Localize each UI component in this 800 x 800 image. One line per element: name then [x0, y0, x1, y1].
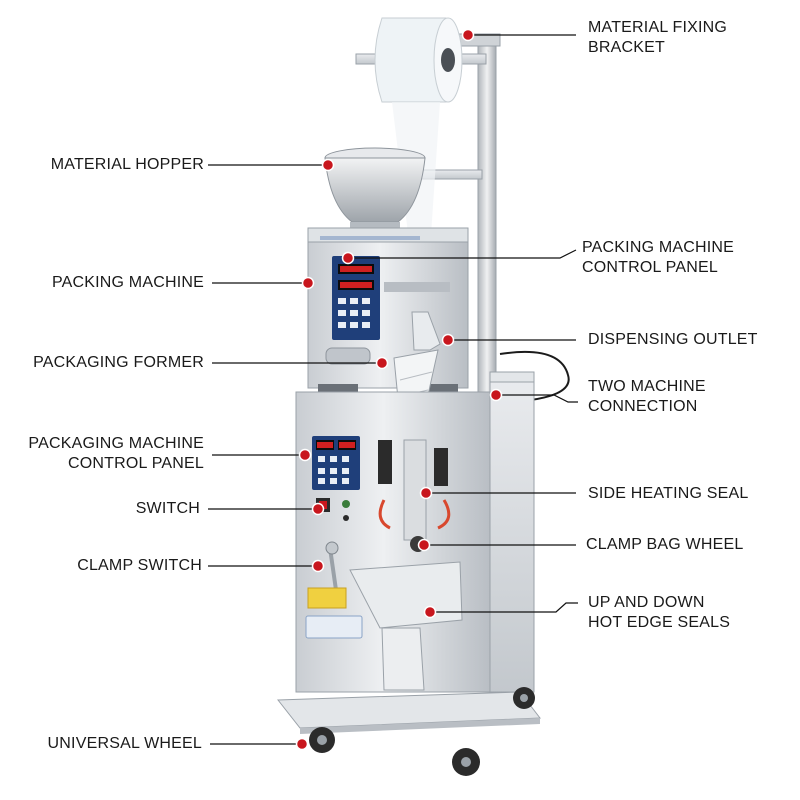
marker-material-fixing-bracket: [461, 28, 475, 42]
marker-clamp-bag-wheel: [417, 538, 431, 552]
marker-up-and-down-hot-edge-seals: [423, 605, 437, 619]
marker-universal-wheel: [295, 737, 309, 751]
leader-lines: [208, 34, 578, 745]
label-packaging-former: PACKAGING FORMER: [33, 354, 204, 371]
lower-machine-body: [295, 371, 535, 693]
marker-material-hopper: [321, 158, 335, 172]
label-packing-machine: PACKING MACHINE: [51, 274, 204, 291]
machine-base: [276, 687, 541, 776]
label-material-hopper: MATERIAL HOPPER: [50, 156, 204, 173]
label-clamp-switch: CLAMP SWITCH: [77, 557, 202, 574]
marker-two-machine-connection: [489, 388, 503, 402]
marker-clamp-switch: [311, 559, 325, 573]
label-dispensing-outlet: DISPENSING OUTLET: [588, 331, 758, 348]
label-clamp-bag-wheel: CLAMP BAG WHEEL: [586, 536, 744, 553]
label-side-heating-seal: SIDE HEATING SEAL: [588, 485, 749, 502]
connection-cable: [499, 350, 570, 403]
callout-markers: [295, 28, 503, 751]
marker-packaging-machine-control-panel: [298, 448, 312, 462]
marker-side-heating-seal: [419, 486, 433, 500]
marker-switch: [311, 502, 325, 516]
label-universal-wheel: UNIVERSAL WHEEL: [47, 735, 202, 752]
marker-packing-machine: [301, 276, 315, 290]
marker-dispensing-outlet: [441, 333, 455, 347]
material-hopper-shape: [324, 147, 426, 232]
marker-packaging-former: [375, 356, 389, 370]
upper-machine-body: [307, 227, 469, 396]
marker-packing-machine-control-panel: [341, 251, 355, 265]
label-switch: SWITCH: [135, 500, 200, 517]
